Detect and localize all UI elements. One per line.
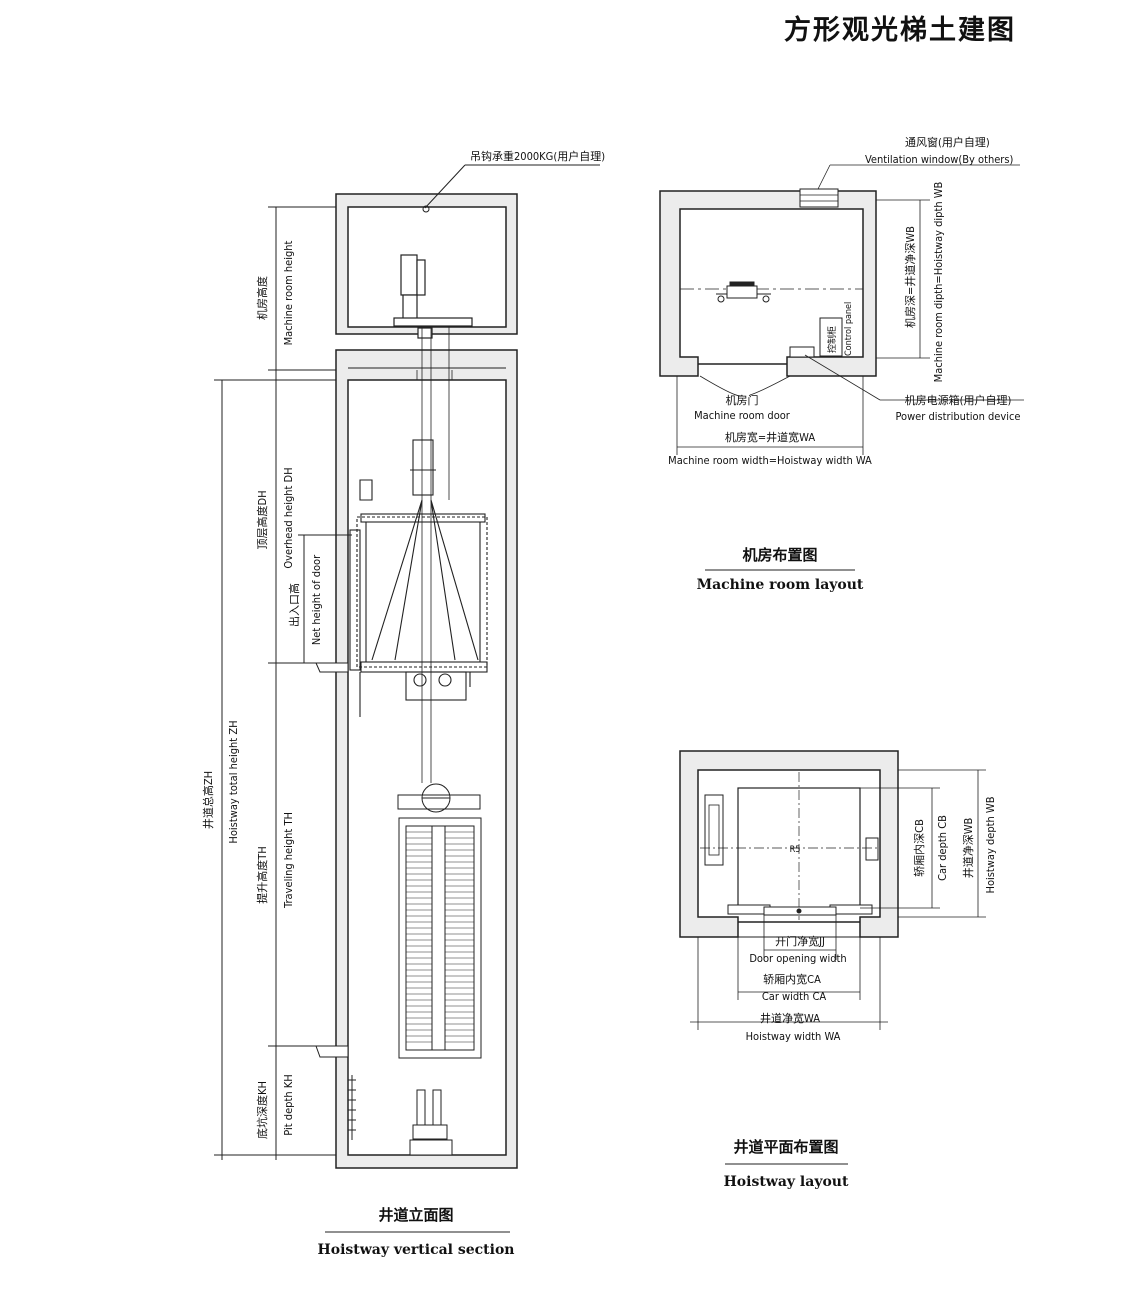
- opening-zh: 开门净宽JJ: [775, 934, 825, 948]
- plan-caption-en: Hoistway layout: [724, 1174, 849, 1190]
- counterweight: [397, 783, 482, 1059]
- power-en: Power distribution device: [895, 410, 1020, 423]
- mr-caption-en: Machine room layout: [697, 577, 864, 593]
- hoistway-vertical-section: 吊钩承重2000KG(用户自理) 机房高度 Machine room heigh…: [201, 149, 605, 1258]
- car-door: [727, 904, 873, 916]
- counterweight-plan: [704, 794, 724, 866]
- mr-door-en: Machine room door: [694, 409, 791, 422]
- hw-depth-en: Hoistway depth WB: [984, 796, 997, 893]
- rail-bracket: [865, 837, 879, 861]
- overhead-height-zh: 顶层高度DH: [255, 490, 269, 549]
- machine-room-plan-wall: [659, 190, 877, 377]
- elevator-car: [349, 439, 488, 717]
- hook-load-label: 吊钩承重2000KG(用户自理): [470, 149, 605, 163]
- pit-depth-en: Pit depth KH: [282, 1074, 295, 1135]
- hw-width-en: Hoistway width WA: [746, 1030, 841, 1043]
- machine-room-height-en: Machine room height: [282, 240, 295, 345]
- hw-depth-zh: 井道净深WB: [961, 818, 975, 879]
- power-box: [789, 346, 815, 358]
- plan-caption-zh: 井道平面布置图: [733, 1138, 838, 1156]
- hoistway-plan: R5 轿厢内深CB Car depth CB 井道净深WB: [679, 750, 997, 1190]
- section-caption-en: Hoistway vertical section: [318, 1242, 515, 1258]
- mr-caption-zh: 机房布置图: [742, 546, 817, 564]
- traction-machine: [393, 254, 473, 339]
- mr-width-zh: 机房宽=井道宽WA: [725, 430, 815, 444]
- section-caption-zh: 井道立面图: [378, 1206, 453, 1224]
- pit-depth-zh: 底坑深度KH: [255, 1081, 269, 1139]
- hw-width-zh: 井道净宽WA: [760, 1011, 820, 1025]
- car-depth-zh: 轿厢内深CB: [912, 819, 926, 877]
- power-zh: 机房电源箱(用户自理): [905, 393, 1012, 407]
- total-height-zh: 井道总高ZH: [201, 771, 215, 829]
- ventilation-window: [799, 188, 839, 208]
- machine-room-height-zh: 机房高度: [255, 276, 269, 320]
- pit-ladder: [348, 1075, 356, 1140]
- center-mark: R5: [790, 845, 801, 855]
- door-height-zh: 出入口高: [287, 583, 301, 627]
- machine-plan-symbol: [716, 281, 771, 303]
- drawing-title: 方形观光梯土建图: [784, 15, 1016, 46]
- opening-en: Door opening width: [749, 952, 846, 965]
- mr-depth-zh: 机房深=井道净深WB: [903, 226, 917, 328]
- mr-depth-en: Machine room dipth=Hoistway dipth WB: [932, 181, 945, 382]
- machine-room-wall: [335, 193, 518, 335]
- hoist-hook: [422, 205, 430, 213]
- control-panel: [819, 317, 843, 357]
- total-height-en: Hoistway total height ZH: [227, 720, 240, 843]
- machine-room-layout: 控制柜 Control panel 通风窗(用户自理) Ventilation …: [659, 135, 1024, 593]
- car-depth-en: Car depth CB: [936, 815, 949, 881]
- travel-height-zh: 提升高度TH: [255, 846, 269, 904]
- travel-height-en: Traveling height TH: [282, 812, 295, 909]
- mr-width-en: Machine room width=Hoistway width WA: [668, 454, 872, 467]
- car-width-zh: 轿厢内宽CA: [763, 972, 821, 986]
- door-height-en: Net height of door: [310, 554, 323, 645]
- vent-en: Ventilation window(By others): [865, 153, 1014, 166]
- mr-door-zh: 机房门: [726, 393, 759, 407]
- hoistway-plan-wall: [679, 750, 899, 938]
- pit-buffers: [409, 1089, 453, 1156]
- vent-zh: 通风窗(用户自理): [905, 135, 990, 149]
- car-width-en: Car width CA: [762, 990, 827, 1003]
- control-panel-zh: 控制柜: [826, 326, 838, 353]
- overhead-height-en: Overhead height DH: [282, 467, 295, 568]
- hoistway-wall: [335, 349, 518, 1169]
- control-panel-en: Control panel: [844, 302, 854, 356]
